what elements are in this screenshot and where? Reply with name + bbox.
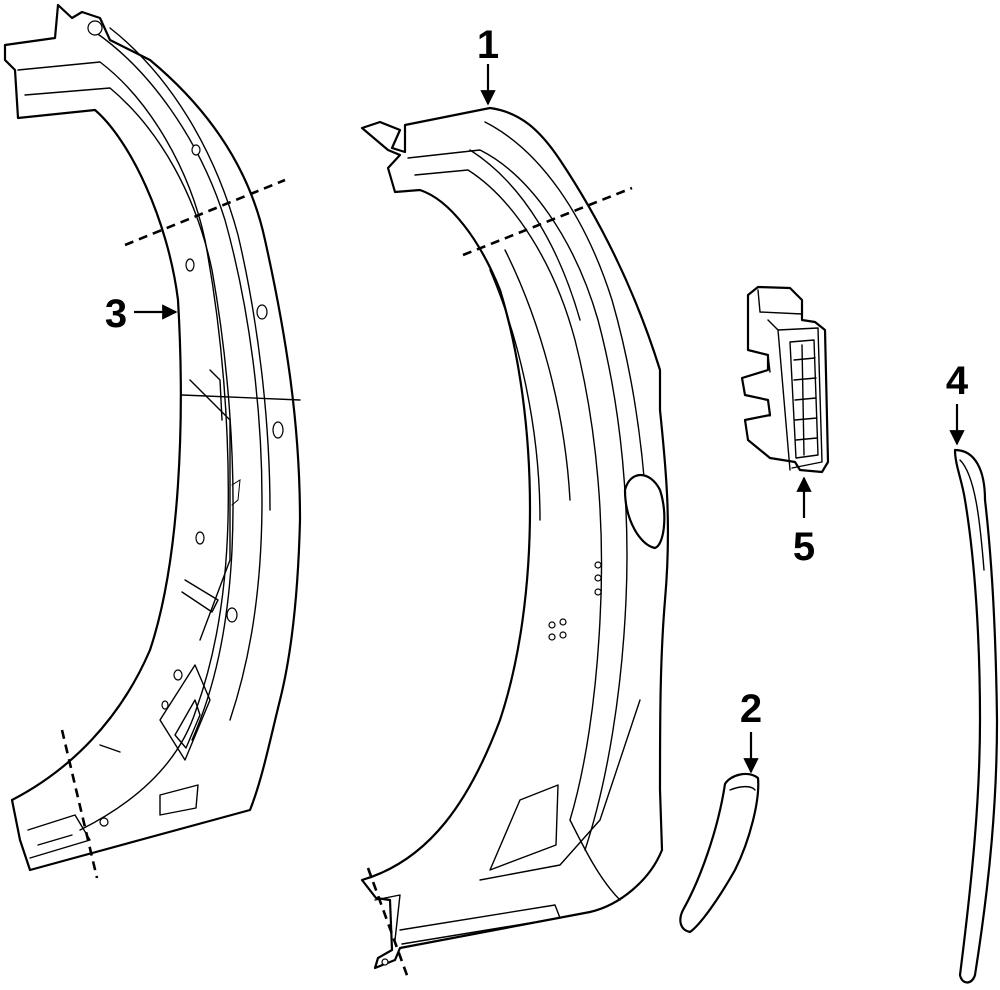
part-5-vent[interactable] — [740, 285, 830, 474]
callout-1: 1 — [477, 23, 499, 106]
callout-5-label: 5 — [793, 525, 815, 569]
callout-4-label: 4 — [946, 359, 969, 403]
callout-4: 4 — [946, 359, 969, 446]
callout-5: 5 — [793, 476, 815, 569]
callout-2-label: 2 — [740, 687, 762, 731]
part-2-trim-strip[interactable] — [679, 772, 760, 934]
callout-3-label: 3 — [105, 292, 127, 336]
part-4-seal-strip[interactable] — [953, 448, 999, 984]
callout-2: 2 — [740, 687, 762, 774]
callout-1-label: 1 — [477, 23, 499, 67]
part-3-inner-pillar[interactable] — [3, 3, 302, 879]
callout-3: 3 — [105, 292, 178, 336]
part-1-outer-pillar[interactable] — [360, 106, 670, 979]
